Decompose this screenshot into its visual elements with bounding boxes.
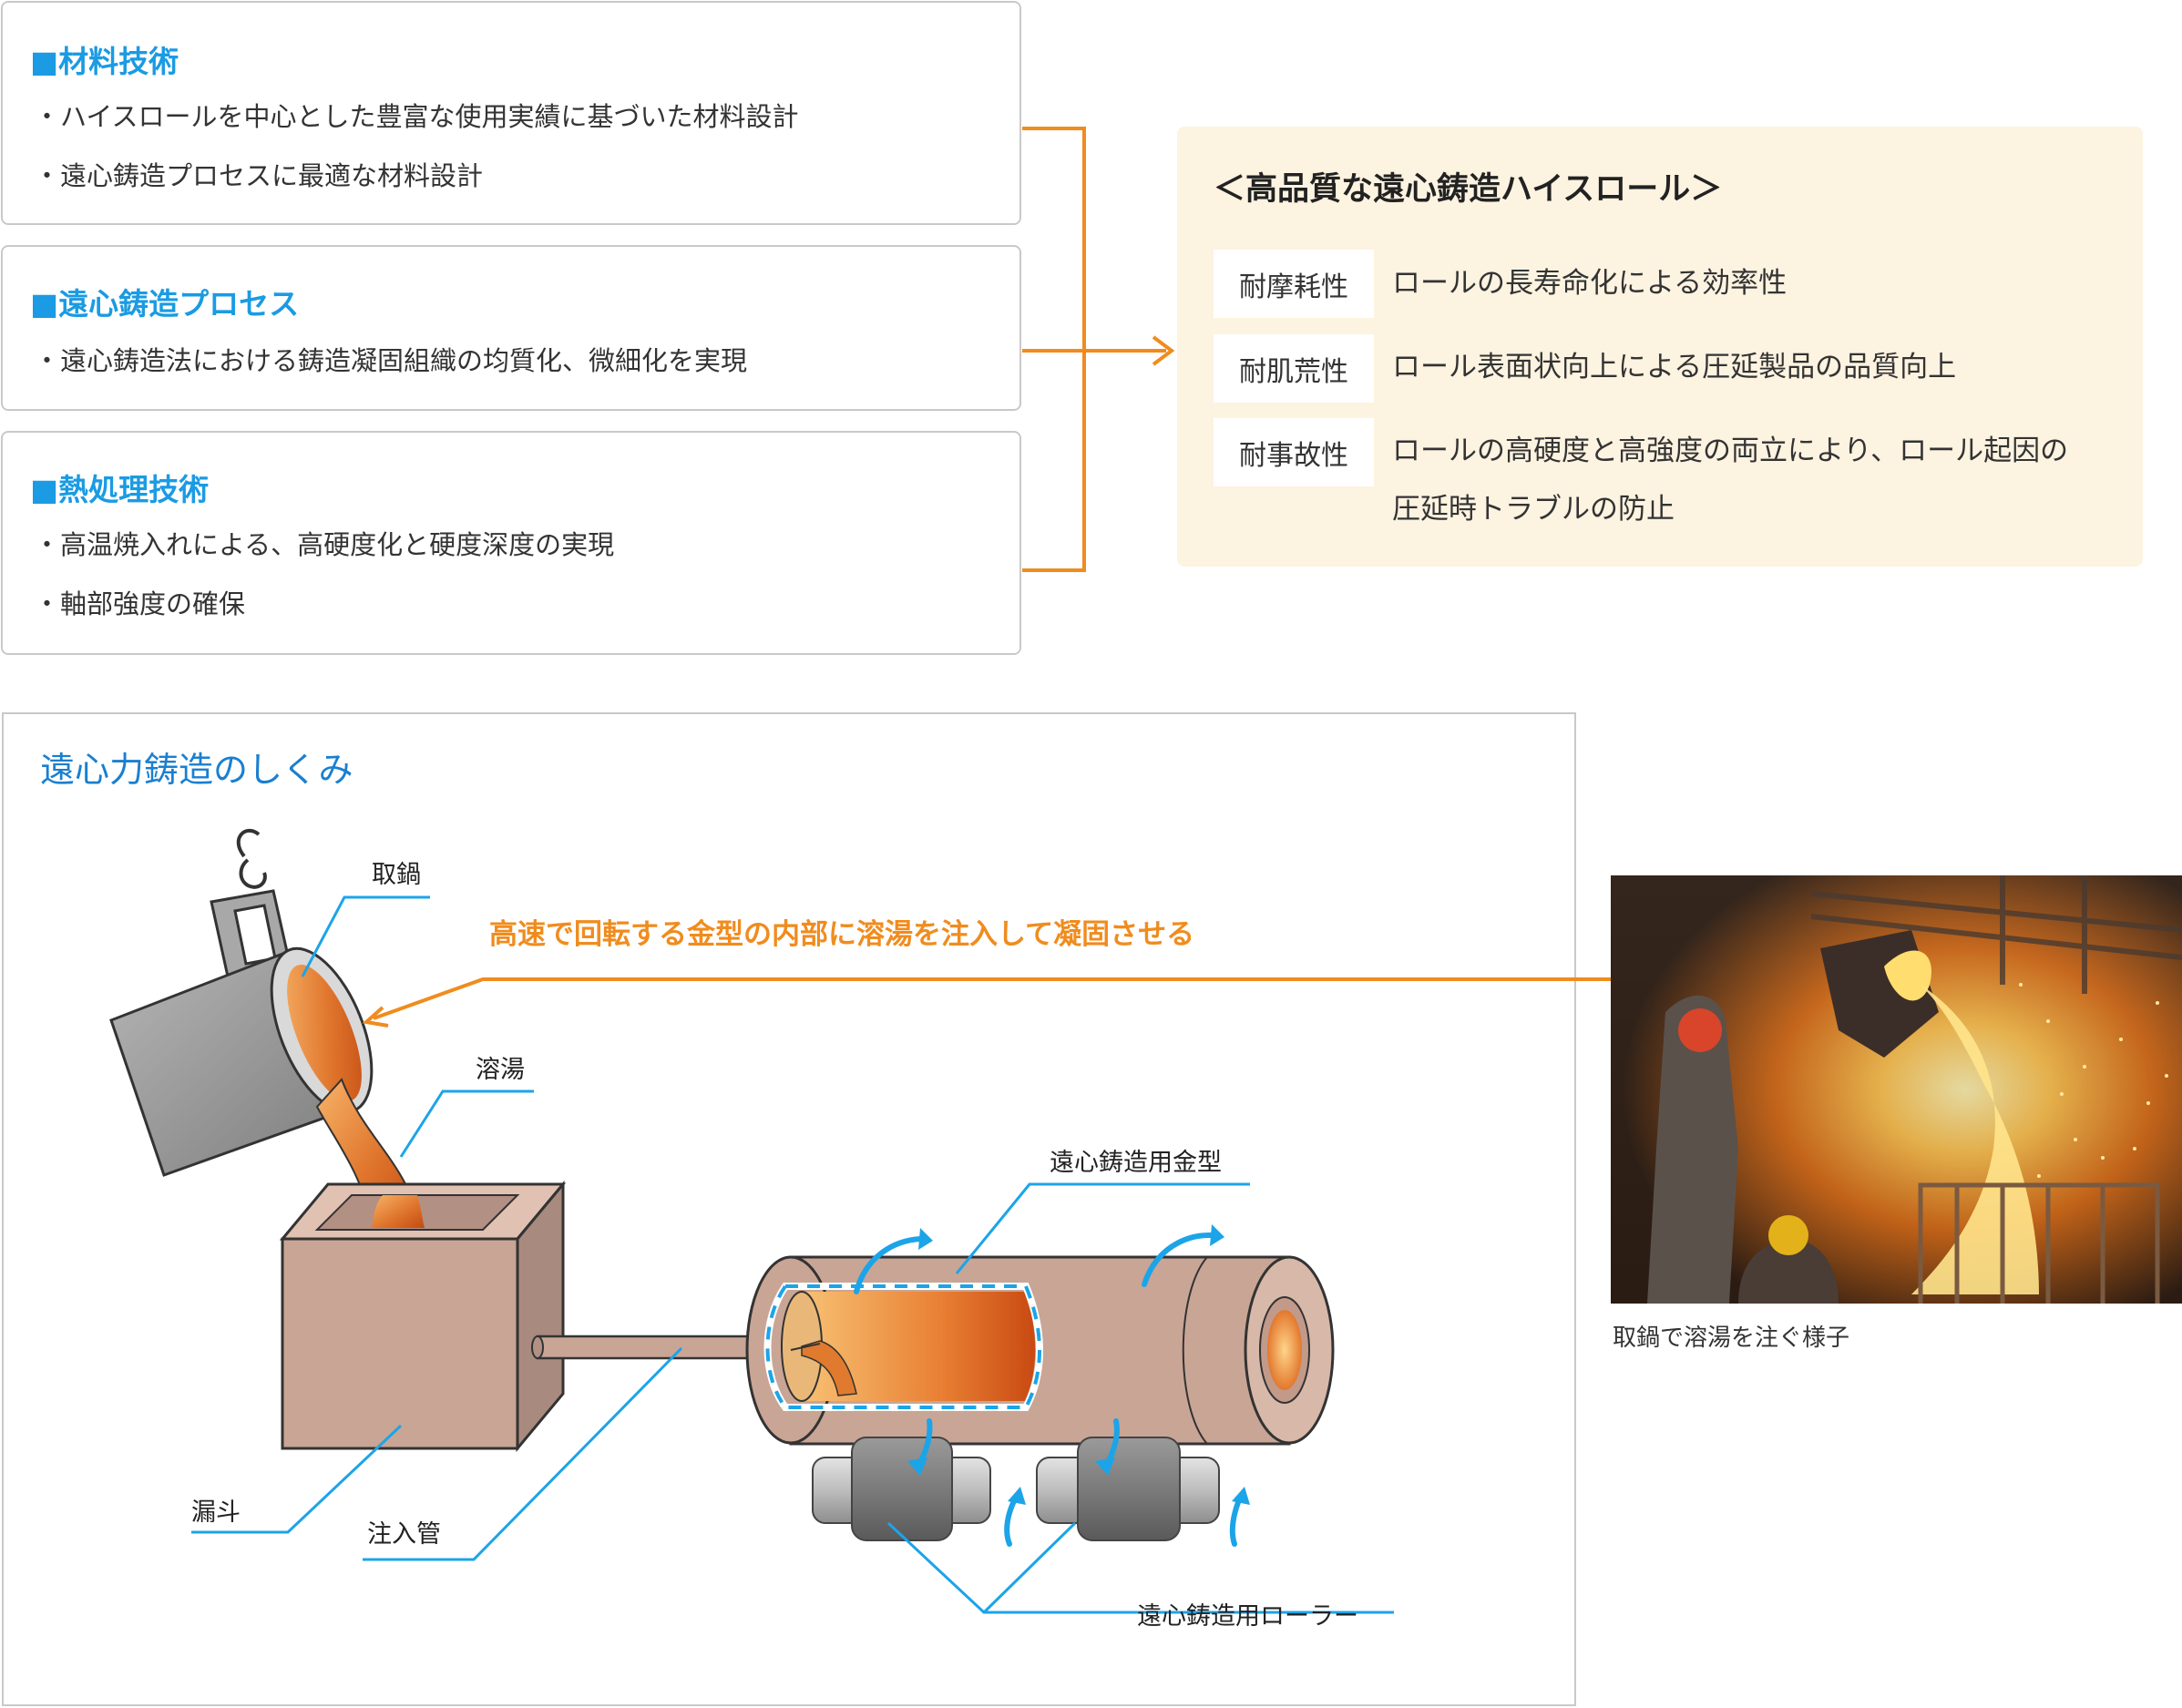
label-pouring-pipe: 注入管 — [367, 1520, 441, 1549]
tech-box-item: ・ハイスロールを中心とした豊富な使用実績に基づいた材料設計 — [34, 101, 799, 132]
connector-bracket — [1022, 127, 1175, 572]
tech-box-title: ■熱処理技術 — [30, 472, 210, 507]
label-mold: 遠心鋳造用金型 — [1050, 1149, 1222, 1177]
property-label: 耐摩耗性 — [1214, 250, 1374, 318]
property-label: 耐肌荒性 — [1214, 334, 1374, 403]
summary-title: ＜高品質な遠心鋳造ハイスロール＞ — [1214, 171, 1723, 208]
diagram-title: 遠心力鋳造のしくみ — [40, 750, 353, 790]
property-text: ロールの長寿命化による効率性 — [1392, 267, 1788, 300]
tech-box-item: ・遠心鋳造プロセスに最適な材料設計 — [34, 160, 484, 191]
tech-box-process: ■遠心鋳造プロセス ・遠心鋳造法における鋳造凝固組織の均質化、微細化を実現 — [1, 245, 1021, 411]
property-text: ロールの高硬度と高強度の両立により、ロール起因の — [1392, 435, 2069, 467]
label-funnel: 漏斗 — [191, 1498, 241, 1527]
photo-caption: 取鍋で溶湯を注ぐ様子 — [1613, 1324, 1850, 1352]
tech-box-material: ■材料技術 ・ハイスロールを中心とした豊富な使用実績に基づいた材料設計 ・遠心鋳… — [1, 1, 1021, 225]
diagram-frame: 遠心力鋳造のしくみ — [2, 712, 1576, 1706]
property-label: 耐事故性 — [1214, 418, 1374, 486]
label-rollers: 遠心鋳造用ローラー — [1137, 1602, 1358, 1631]
tech-box-heat: ■熱処理技術 ・高温焼入れによる、高硬度化と硬度深度の実現 ・軸部強度の確保 — [1, 431, 1021, 655]
tech-box-item: ・軸部強度の確保 — [34, 588, 246, 619]
roller-left — [812, 1437, 991, 1541]
property-text: ロール表面状向上による圧延製品の品質向上 — [1392, 351, 1957, 384]
arrow-right-icon — [1152, 335, 1175, 366]
tech-box-item: ・高温焼入れによる、高硬度化と硬度深度の実現 — [34, 529, 615, 560]
property-text: 圧延時トラブルの防止 — [1392, 493, 1675, 526]
process-caption: 高速で回転する金型の内部に溶湯を注入して凝固させる — [489, 918, 1195, 951]
tech-box-title: ■遠心鋳造プロセス — [30, 286, 300, 322]
roller-right — [1036, 1437, 1220, 1541]
foundry-photo — [1611, 875, 2182, 1304]
tech-box-title: ■材料技術 — [30, 44, 179, 79]
summary-panel: ＜高品質な遠心鋳造ハイスロール＞ 耐摩耗性 ロールの長寿命化による効率性 耐肌荒… — [1177, 127, 2143, 567]
label-molten-metal: 溶湯 — [476, 1056, 525, 1084]
label-ladle: 取鍋 — [372, 861, 421, 889]
tech-box-item: ・遠心鋳造法における鋳造凝固組織の均質化、微細化を実現 — [34, 345, 748, 376]
